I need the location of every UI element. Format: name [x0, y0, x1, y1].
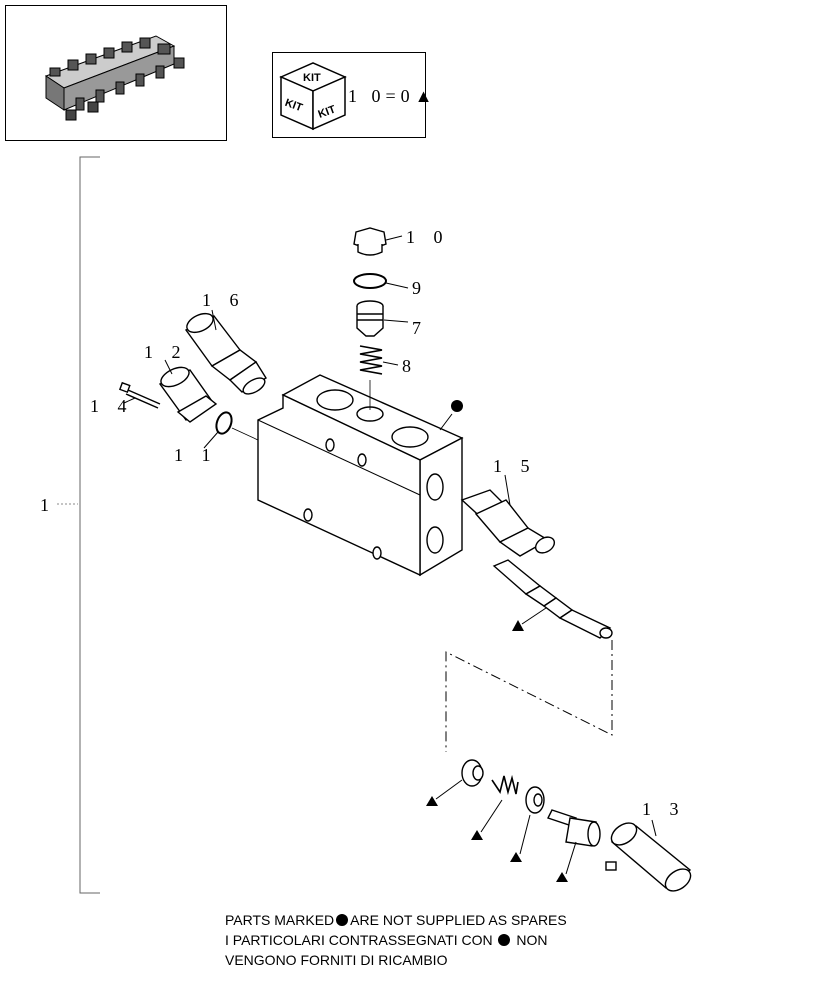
kit-reference-symbols: =0▲ — [385, 86, 438, 106]
kit-triangle-marker — [471, 830, 483, 840]
kit-triangle-marker — [426, 796, 438, 806]
sleeve-part — [605, 822, 692, 892]
bullet-dot-icon — [498, 934, 511, 946]
callout-11: 1 1 — [174, 445, 218, 465]
port-top-left — [316, 389, 354, 411]
callout-1: 1 — [40, 495, 56, 515]
note-line-2-a: I PARTICOLARI CONTRASSEGNATI CON — [225, 932, 493, 948]
kit-label-right: KIT — [317, 103, 338, 120]
assembly-bracket — [57, 156, 100, 894]
poppet-part — [356, 300, 384, 337]
plug-part — [353, 227, 387, 256]
kit-triangle-marker — [510, 852, 522, 862]
kit-label-top: KIT — [303, 72, 321, 84]
callout-10: 1 0 — [406, 227, 450, 247]
spring-lower-part — [491, 774, 519, 796]
callout-7: 7 — [412, 318, 428, 338]
port-side-upper — [426, 473, 444, 501]
port-top-right — [391, 426, 429, 448]
note-line-3: VENGONO FORNITI DI RICAMBIO — [225, 952, 448, 968]
callout-13: 1 3 — [642, 799, 686, 819]
callout-15: 1 5 — [493, 456, 537, 476]
spool-part — [492, 559, 613, 639]
bullet-dot-icon — [336, 914, 349, 926]
callout-16: 1 6 — [202, 290, 246, 310]
note-line-2: I PARTICOLARI CONTRASSEGNATI CON NON — [225, 932, 548, 948]
spring-upper-part — [359, 345, 383, 375]
not-supplied-marker — [451, 400, 463, 412]
note-line-1-b: ARE NOT SUPPLIED AS SPARES — [350, 912, 567, 928]
assembly-thumbnail — [5, 5, 227, 141]
callout-12: 1 2 — [144, 342, 188, 362]
kit-reference: 1 0=0▲ — [348, 86, 437, 107]
callout-9: 9 — [412, 278, 428, 298]
assembly-guide-line — [445, 640, 613, 752]
o-ring-left-part — [215, 411, 233, 435]
port-side-lower — [426, 526, 444, 554]
kit-triangle-marker — [556, 872, 568, 882]
note-line-2-b: NON — [516, 932, 548, 948]
screw-part — [118, 381, 161, 409]
kit-box: KIT KIT KIT — [272, 52, 426, 138]
flange-cap-part — [158, 366, 218, 423]
note-line-1: PARTS MARKED ARE NOT SUPPLIED AS SPARES — [225, 912, 567, 928]
kit-cube-icon: KIT KIT KIT — [279, 62, 347, 131]
plunger-part — [547, 809, 601, 847]
valve-cartridge-right-part — [460, 489, 556, 557]
washer-part — [525, 786, 545, 814]
callout-8: 8 — [402, 356, 418, 376]
note-line-1-a: PARTS MARKED — [225, 912, 335, 928]
kit-triangle-marker — [512, 620, 524, 631]
valve-body — [257, 374, 464, 577]
callout-14: 1 4 — [90, 396, 134, 416]
o-ring-upper-part — [353, 273, 387, 289]
valve-cartridge-left-part — [184, 312, 267, 395]
seat-part — [461, 759, 484, 787]
kit-reference-number: 1 0 — [348, 86, 386, 106]
kit-label-left: KIT — [283, 97, 304, 114]
control-valve-bank-thumbnail — [44, 35, 185, 121]
